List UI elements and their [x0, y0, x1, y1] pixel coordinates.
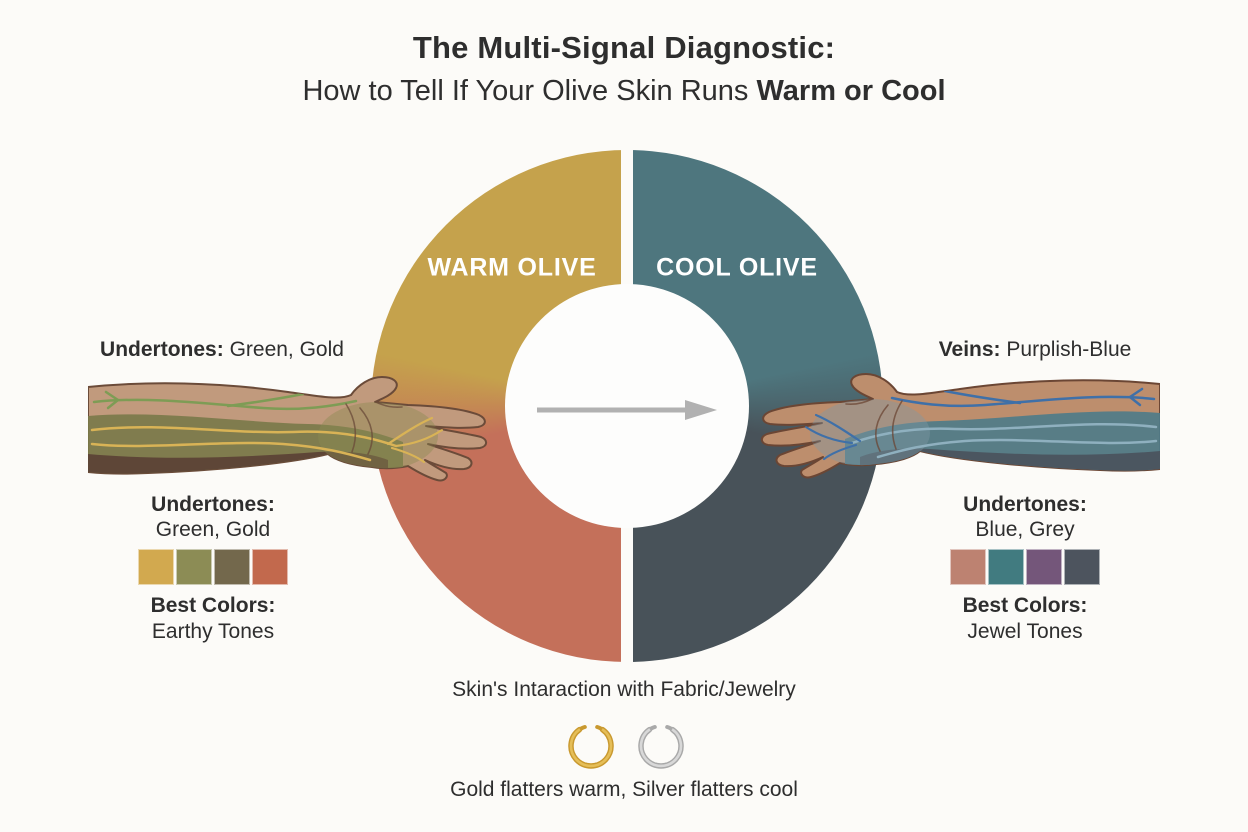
title-block: The Multi-Signal Diagnostic: How to Tell…: [0, 30, 1248, 108]
warm-undertones-value: Green, Gold: [155, 518, 271, 542]
cool-undertones-label: Undertones:: [963, 493, 1087, 516]
warm-olive-label: WARM OLIVE: [427, 253, 597, 282]
warm-info-panel: Undertones: Green, Gold Best Colors: Ear…: [90, 492, 336, 644]
cool-callout-label: Veins:: [938, 338, 1001, 361]
jewelry-section-heading: Skin's Intaraction with Fabric/Jewelry: [452, 678, 796, 701]
cool-best-colors-label: Best Colors:: [962, 594, 1088, 618]
warm-best-colors-value: Earthy Tones: [151, 619, 275, 643]
color-swatch: [1064, 549, 1100, 586]
warm-arm-illustration: [88, 376, 488, 482]
warm-callout: Undertones: Green, Gold: [100, 338, 344, 362]
silver-ring-icon: [638, 725, 684, 769]
page-subtitle: How to Tell If Your Olive Skin Runs Warm…: [0, 75, 1248, 108]
cool-info-panel: Undertones: Blue, Grey Best Colors: Jewe…: [902, 492, 1148, 644]
cool-callout-value: Purplish-Blue: [1006, 338, 1132, 361]
cool-undertones-value: Blue, Grey: [975, 518, 1075, 542]
color-swatch: [176, 549, 212, 586]
warm-best-colors-label: Best Colors:: [150, 594, 276, 618]
color-swatch: [138, 549, 174, 586]
cool-olive-label: COOL OLIVE: [656, 253, 818, 282]
cool-swatch-row: [902, 549, 1148, 586]
cool-callout: Veins: Purplish-Blue: [939, 338, 1132, 362]
color-swatch: [1026, 549, 1062, 586]
warm-swatch-row: [90, 549, 336, 586]
right-arrow-icon: [537, 400, 717, 420]
color-swatch: [252, 549, 288, 586]
warm-callout-label: Undertones:: [100, 338, 224, 361]
jewelry-rings: [568, 725, 684, 769]
color-swatch: [950, 549, 986, 586]
cool-best-colors-value: Jewel Tones: [967, 619, 1083, 643]
subtitle-emphasis: Warm or Cool: [756, 75, 946, 107]
cool-arm-illustration: [760, 373, 1160, 479]
gold-ring-icon: [568, 725, 614, 769]
color-swatch: [214, 549, 250, 586]
warm-undertones-label: Undertones:: [151, 493, 275, 516]
warm-callout-value: Green, Gold: [229, 338, 344, 361]
page-title: The Multi-Signal Diagnostic:: [412, 30, 836, 65]
donut-center: [505, 284, 749, 528]
color-swatch: [988, 549, 1024, 586]
jewelry-caption: Gold flatters warm, Silver flatters cool: [450, 778, 798, 801]
subtitle-text: How to Tell If Your Olive Skin Runs: [302, 75, 757, 107]
